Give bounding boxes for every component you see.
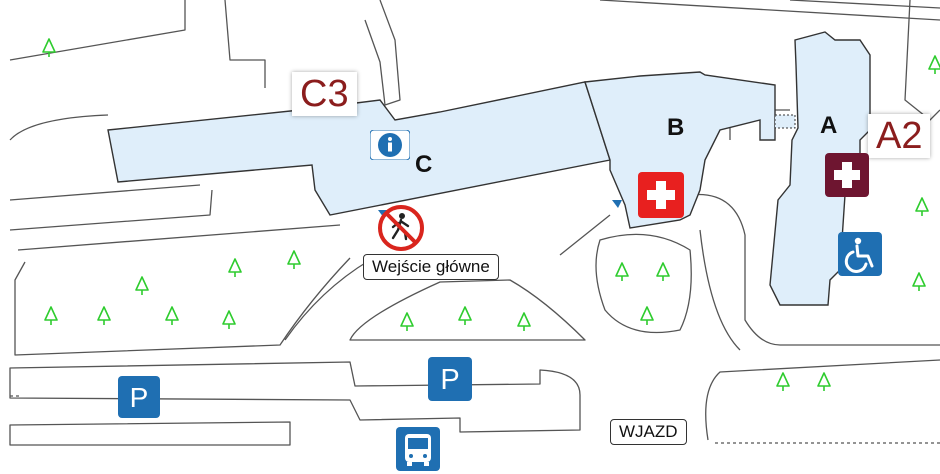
tree-icon xyxy=(928,55,940,75)
parking-icon: P xyxy=(428,357,472,401)
main-entrance-label: Wejście główne xyxy=(363,254,499,280)
tree-icon xyxy=(44,306,58,326)
parking-letter: P xyxy=(130,382,149,413)
tree-icon xyxy=(912,272,926,292)
entry-label: WJAZD xyxy=(610,419,687,445)
info-icon xyxy=(370,130,410,160)
tree-icon xyxy=(135,276,149,296)
tree-icon xyxy=(776,372,790,392)
tree-icon xyxy=(222,310,236,330)
tree-icon xyxy=(165,306,179,326)
tree-icon xyxy=(400,312,414,332)
parking-icon: P xyxy=(118,376,160,418)
building-a-label: A xyxy=(820,112,838,139)
tree-icon xyxy=(458,306,472,326)
tree-icon xyxy=(228,258,242,278)
tree-icon xyxy=(615,262,629,282)
tree-icon xyxy=(640,306,654,326)
bus-icon xyxy=(396,427,440,471)
first-aid-cross-icon xyxy=(638,172,684,218)
tree-icon xyxy=(97,306,111,326)
tree-icon xyxy=(915,197,929,217)
tree-icon xyxy=(287,250,301,270)
building-a xyxy=(769,31,871,306)
tree-icon xyxy=(42,38,56,58)
wheelchair-accessible-icon xyxy=(838,232,882,276)
building-b-label: B xyxy=(667,114,685,141)
medical-cross-icon xyxy=(825,153,869,197)
parking-letter: P xyxy=(440,364,459,396)
building-c xyxy=(107,81,611,216)
building-c-label: C xyxy=(415,151,433,178)
tree-icon xyxy=(517,312,531,332)
a2-label: A2 xyxy=(868,114,931,158)
tree-icon xyxy=(656,262,670,282)
no-pedestrians-icon xyxy=(378,205,424,251)
building-b xyxy=(584,71,776,229)
tree-icon xyxy=(817,372,831,392)
c3-label: C3 xyxy=(292,72,357,116)
